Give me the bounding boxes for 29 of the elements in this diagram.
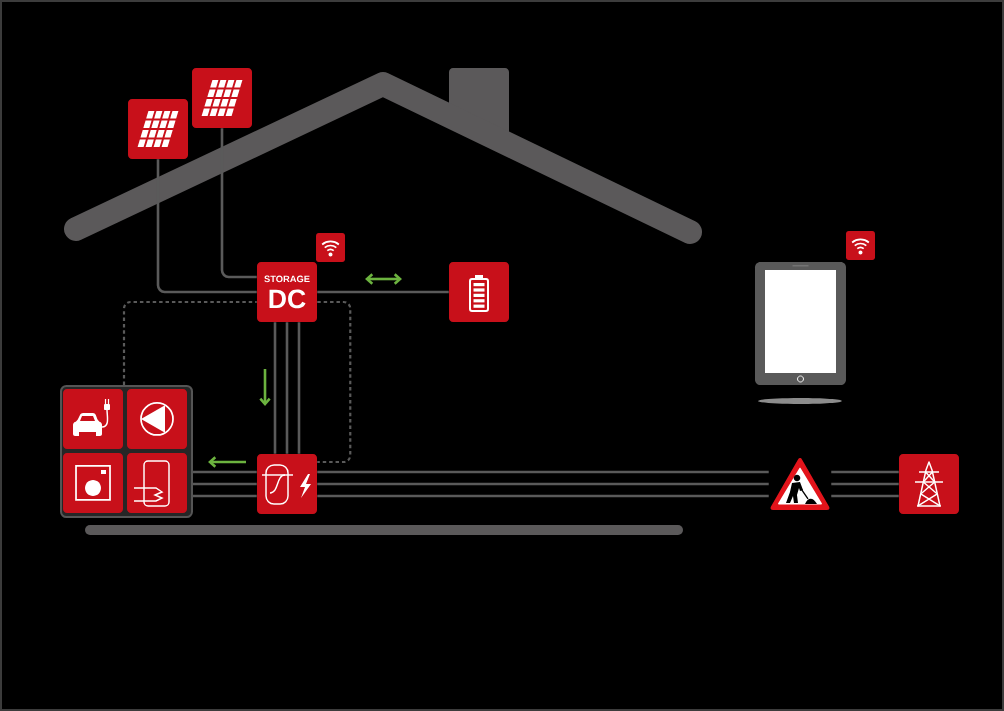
cable [317, 482, 769, 486]
cable [285, 322, 289, 454]
cable [831, 482, 899, 486]
cable [317, 290, 449, 294]
dashed-line [122, 300, 257, 385]
inverter-icon [257, 454, 317, 514]
car-charger-icon [63, 389, 123, 449]
cable [193, 494, 257, 498]
roadwork-sign [770, 458, 830, 510]
solar-panel-icon [192, 68, 252, 128]
cable [317, 470, 769, 474]
cable [273, 322, 277, 454]
battery-icon [449, 262, 509, 322]
cable [193, 482, 257, 486]
pylon-icon [899, 454, 959, 514]
cable [156, 159, 257, 294]
solar-panel-icon [128, 99, 188, 159]
storage-box: STORAGE DC [257, 262, 317, 322]
pump-icon [127, 389, 187, 449]
cable [193, 470, 257, 474]
water-heater-icon [127, 453, 187, 513]
dashed-line [317, 300, 352, 464]
cable [297, 322, 301, 454]
cable [831, 494, 899, 498]
cable [220, 128, 257, 279]
tablet-icon [755, 262, 846, 385]
cable [317, 494, 769, 498]
cable [831, 470, 899, 474]
washing-machine-icon [63, 453, 123, 513]
